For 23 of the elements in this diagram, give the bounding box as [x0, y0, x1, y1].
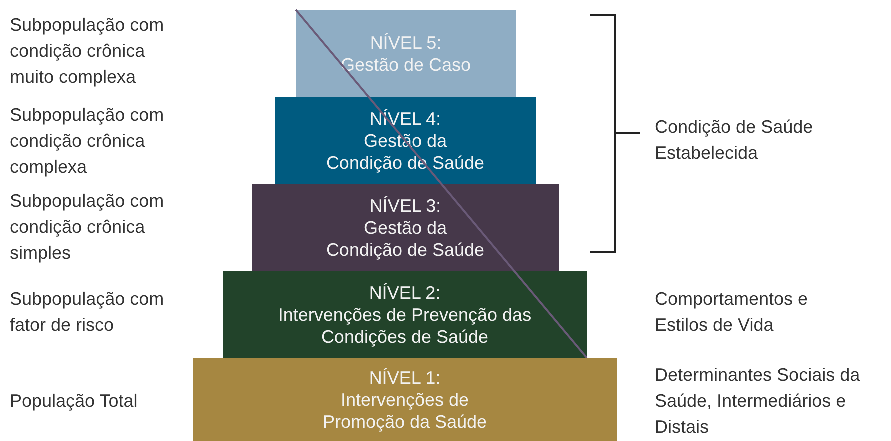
determinant-label: Comportamentos e Estilos de Vida: [655, 288, 810, 337]
pyramid-level: [275, 97, 536, 184]
population-label: Subpopulação com condição crônica complexa: [10, 104, 166, 179]
pyramid-level: [252, 184, 559, 271]
pyramid-level: [296, 10, 516, 97]
bracket-label: Condição de Saúde Estabelecida: [655, 116, 814, 165]
pyramid-level: [223, 271, 587, 358]
population-label: Subpopulação com condição crônica muito complexa: [10, 14, 166, 89]
level-heading: NÍVEL 3:: [370, 194, 442, 216]
level-heading: NÍVEL 4:: [370, 108, 442, 130]
level-heading: NÍVEL 1:: [369, 366, 441, 388]
level-heading: NÍVEL 2:: [369, 282, 441, 304]
population-label: Subpopulação com condição crônica simples: [10, 190, 166, 265]
level-description: Gestão da Condição de Saúde: [326, 216, 486, 260]
determinant-label: Determinantes Sociais da Saúde, Intermediários e Distais: [655, 364, 862, 439]
level-heading: NÍVEL 5:: [370, 32, 442, 54]
level-description: Intervenções de Promoção da Saúde: [322, 388, 488, 432]
population-label: População Total: [10, 390, 139, 413]
level-description: Gestão da Condição de Saúde: [326, 130, 486, 174]
level-description: Gestão de Caso: [340, 54, 472, 76]
population-label: Subpopulação com fator de risco: [10, 288, 166, 337]
pyramid-level: [193, 358, 617, 441]
level-description: Intervenções de Prevenção das Condições de Saúde: [277, 304, 533, 348]
